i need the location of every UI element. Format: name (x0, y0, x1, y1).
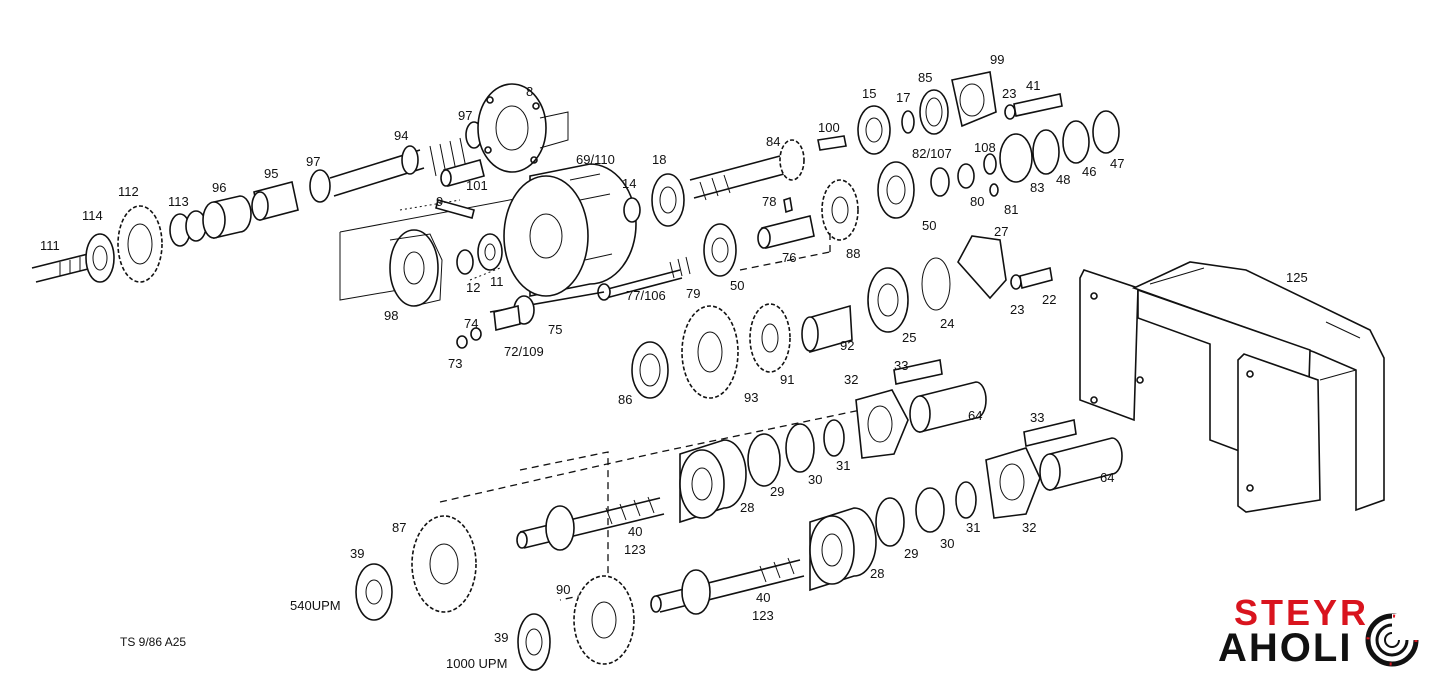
label-11: 11 (490, 274, 504, 289)
label-73: 73 (448, 356, 462, 371)
input-shaft-assembly (31, 83, 569, 283)
label-25: 25 (902, 330, 916, 345)
label-64b: 64 (1100, 470, 1114, 485)
label-82-107: 82/107 (912, 146, 952, 161)
label-29a: 29 (770, 484, 784, 499)
label-17: 17 (896, 90, 910, 105)
label-39a: 39 (350, 546, 364, 561)
label-29b: 29 (904, 546, 918, 561)
label-88: 88 (846, 246, 860, 261)
label-39b: 39 (494, 630, 508, 645)
label-76: 76 (782, 250, 796, 265)
label-41: 41 (1026, 78, 1040, 93)
label-96: 96 (212, 180, 226, 195)
label-87: 87 (392, 520, 406, 535)
label-27: 27 (994, 224, 1008, 239)
label-91: 91 (780, 372, 794, 387)
middle-gear-assembly (631, 267, 909, 399)
label-32a: 32 (844, 372, 858, 387)
label-30a: 30 (808, 472, 822, 487)
label-47: 47 (1110, 156, 1124, 171)
label-40b: 40 (756, 590, 770, 605)
label-75: 75 (548, 322, 562, 337)
output-shaft-540-assembly (355, 359, 987, 621)
label-23b: 23 (1010, 302, 1024, 317)
label-50b: 50 (730, 278, 744, 293)
label-94: 94 (394, 128, 408, 143)
label-84: 84 (766, 134, 780, 149)
label-90: 90 (556, 582, 570, 597)
label-85: 85 (918, 70, 932, 85)
label-46: 46 (1082, 164, 1096, 179)
label-77-106: 77/106 (626, 288, 666, 303)
label-33b: 33 (1030, 410, 1044, 425)
label-101: 101 (466, 178, 488, 193)
label-32b: 32 (1022, 520, 1036, 535)
label-99: 99 (990, 52, 1004, 67)
label-33a: 33 (894, 358, 908, 373)
label-123b: 123 (752, 608, 774, 623)
label-123a: 123 (624, 542, 646, 557)
label-12: 12 (466, 280, 480, 295)
label-100: 100 (818, 120, 840, 135)
logo-target-icon (1365, 613, 1420, 667)
label-24: 24 (940, 316, 954, 331)
logo-line1: STEYR (1234, 592, 1370, 633)
pto-guard (1079, 261, 1385, 513)
label-74: 74 (464, 316, 478, 331)
label-22: 22 (1042, 292, 1056, 307)
label-31a: 31 (836, 458, 850, 473)
label-125: 125 (1286, 270, 1308, 285)
steyr-aholic-logo: STEYR AHOLI (1212, 590, 1427, 670)
label-28b: 28 (870, 566, 884, 581)
label-97a: 97 (306, 154, 320, 169)
label-78: 78 (762, 194, 776, 209)
label-28a: 28 (740, 500, 754, 515)
label-113: 113 (168, 194, 189, 209)
label-95: 95 (264, 166, 278, 181)
label-83: 83 (1030, 180, 1044, 195)
label-86: 86 (618, 392, 632, 407)
label-9: 9 (436, 194, 443, 209)
label-15: 15 (862, 86, 876, 101)
label-72-109: 72/109 (504, 344, 544, 359)
label-108: 108 (974, 140, 996, 155)
part-labels: 111 114 112 113 96 95 97 94 97 8 101 9 6… (40, 52, 1308, 671)
label-540upm: 540UPM (290, 598, 341, 613)
label-50a: 50 (922, 218, 936, 233)
label-18: 18 (652, 152, 666, 167)
label-40a: 40 (628, 524, 642, 539)
label-69-110: 69/110 (576, 152, 615, 167)
label-8: 8 (526, 84, 533, 99)
label-80: 80 (970, 194, 984, 209)
label-114: 114 (82, 208, 103, 223)
linkage-assembly (456, 291, 605, 349)
label-97b: 97 (458, 108, 472, 123)
logo-line2: AHOLI (1218, 626, 1353, 670)
cover-assembly (921, 235, 1053, 311)
label-30b: 30 (940, 536, 954, 551)
clutch-housing-assembly (339, 163, 637, 307)
label-81: 81 (1004, 202, 1018, 217)
label-93: 93 (744, 390, 758, 405)
output-shaft-1000-assembly (517, 419, 1123, 671)
label-111: 111 (40, 238, 60, 253)
label-48: 48 (1056, 172, 1070, 187)
label-98: 98 (384, 308, 398, 323)
label-23a: 23 (1002, 86, 1016, 101)
label-112: 112 (118, 184, 139, 199)
label-1000upm: 1000 UPM (446, 656, 507, 671)
label-14: 14 (622, 176, 636, 191)
label-92: 92 (840, 338, 854, 353)
label-31b: 31 (966, 520, 980, 535)
drawing-code: TS 9/86 A25 (120, 635, 186, 649)
label-79: 79 (686, 286, 700, 301)
label-64a: 64 (968, 408, 982, 423)
upper-right-shaft-assembly (597, 71, 1120, 301)
